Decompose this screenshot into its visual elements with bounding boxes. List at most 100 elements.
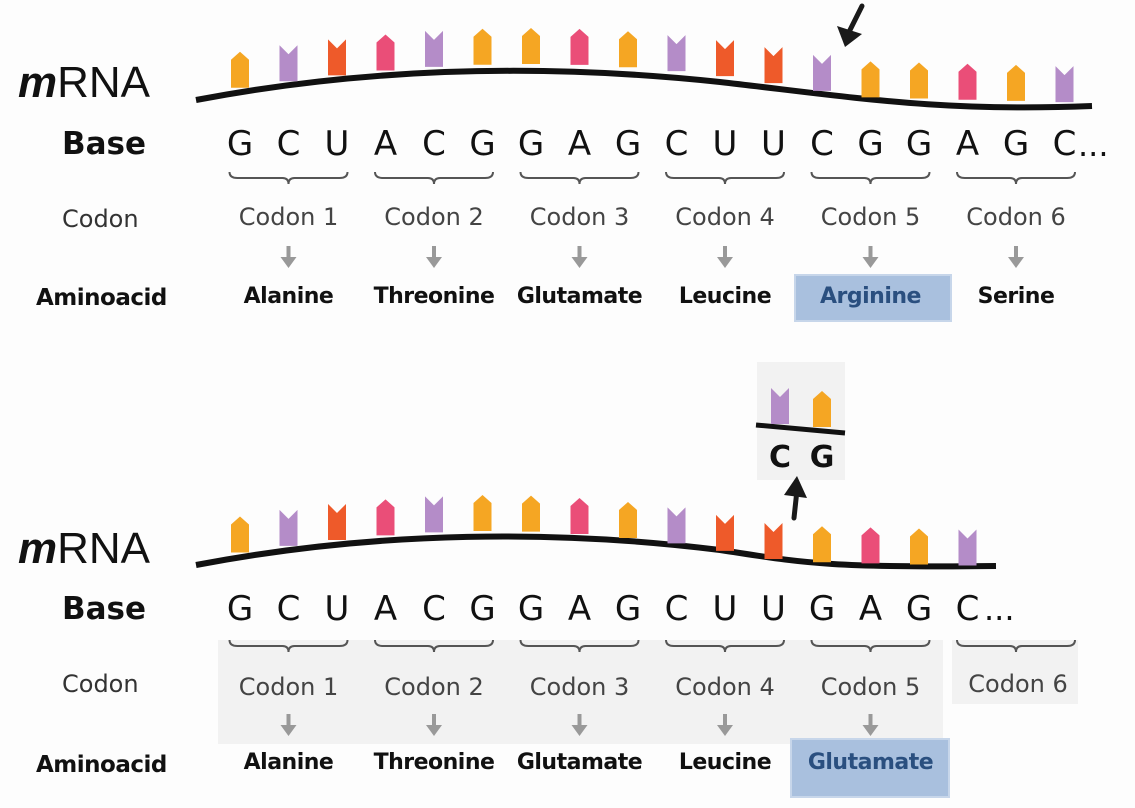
- bottom-base-letter: G: [808, 589, 836, 629]
- top-base-letter: C: [664, 124, 689, 164]
- bottom-mrna-italic: m: [18, 524, 58, 573]
- top-codon-text: Codon 5: [820, 203, 921, 231]
- bottom-codon-bracket: [956, 639, 1076, 653]
- top-base-letter: C: [1052, 124, 1077, 164]
- top-amino-acid: Leucine: [678, 284, 772, 309]
- bottom-nucleotide: [910, 528, 928, 565]
- top-nucleotide: [570, 28, 589, 65]
- top-nucleotide: [958, 63, 977, 100]
- bottom-down-arrow-icon: [862, 714, 879, 736]
- bottom-nucleotide: [473, 495, 492, 532]
- bottom-codon-bracket: [665, 639, 785, 653]
- bottom-codon-text: Codon 2: [384, 673, 484, 701]
- top-base-letter: C: [810, 124, 834, 164]
- bottom-base-letter: U: [761, 589, 786, 629]
- top-amino-acid: Threonine: [373, 284, 495, 309]
- bottom-nucleotide: [376, 499, 395, 536]
- bottom-base-label: Base: [62, 591, 147, 627]
- bottom-highlight-box: [790, 738, 950, 798]
- bottom-nucleotide: [716, 514, 734, 551]
- top-base-letter: A: [955, 124, 980, 164]
- bottom-base-letter: G: [905, 589, 933, 629]
- top-base-letter: C: [422, 124, 446, 164]
- bottom-codon-text: Codon 1: [238, 673, 339, 701]
- bottom-nucleotide: [813, 526, 831, 563]
- top-codon-text: Codon 3: [529, 203, 630, 231]
- top-mrna-italic: m: [18, 58, 58, 107]
- top-down-arrow-icon: [1008, 246, 1024, 268]
- bottom-down-arrow-icon: [280, 714, 297, 736]
- top-nucleotide: [667, 35, 686, 72]
- bottom-nucleotide: [522, 495, 540, 532]
- deleted-nucleotide: [771, 388, 789, 424]
- top-codon-text: Codon 4: [675, 203, 775, 231]
- bottom-base-letter: C: [664, 589, 689, 629]
- top-base-letter: G: [469, 124, 496, 164]
- bottom-codon-bracket: [374, 639, 494, 653]
- bottom-base-letter: G: [469, 589, 496, 629]
- top-amino-acid: Serine: [977, 284, 1055, 309]
- top-amino-acid: Glutamate: [516, 284, 643, 309]
- top-base-letter: G: [226, 124, 254, 164]
- bottom-nucleotide: [619, 501, 637, 538]
- bottom-nucleotide: [764, 522, 783, 559]
- top-mrna-backbone: [195, 67, 1093, 111]
- deleted-backbone: [755, 422, 846, 436]
- bottom-nucleotide: [425, 496, 443, 533]
- top-mrna-rest: RNA: [57, 58, 151, 107]
- bottom-nucleotide: [570, 497, 589, 534]
- top-codon-bracket: [519, 171, 640, 185]
- top-base-letter: G: [905, 124, 933, 164]
- bottom-down-arrow-icon: [426, 714, 442, 736]
- bottom-codon-bracket: [228, 639, 349, 653]
- bottom-base-letter: A: [858, 589, 883, 629]
- deleted-nucleotide: [813, 391, 831, 427]
- top-base-letter: U: [324, 124, 350, 164]
- bottom-codon-text: Codon 3: [529, 673, 630, 701]
- bottom-codon-label: Codon: [62, 670, 139, 698]
- top-codon-bracket: [374, 171, 494, 185]
- top-codon-bracket: [228, 171, 349, 185]
- bottom-nucleotide: [279, 509, 298, 546]
- top-nucleotide: [425, 30, 443, 67]
- bottom-base-letter: C: [955, 589, 980, 629]
- bottom-amino-acid: Alanine: [243, 750, 334, 775]
- bottom-base-letter: U: [324, 589, 350, 629]
- bottom-mrna-backbone: [195, 533, 997, 570]
- top-nucleotide: [279, 45, 298, 82]
- top-base-letter: G: [614, 124, 642, 164]
- bottom-base-letter: G: [517, 589, 545, 629]
- top-base-letter: A: [373, 124, 398, 164]
- top-nucleotide: [813, 54, 831, 91]
- top-codon-bracket: [956, 171, 1076, 185]
- bottom-down-arrow-icon: [571, 714, 588, 736]
- top-amino-label: Aminoacid: [36, 285, 167, 311]
- top-base-letter: G: [857, 124, 884, 164]
- bottom-codon-text: Codon 4: [675, 673, 775, 701]
- bottom-base-letter: C: [422, 589, 446, 629]
- bottom-mrna-label: mRNA: [18, 524, 150, 574]
- top-base-letter: C: [276, 124, 301, 164]
- top-down-arrow-icon: [426, 246, 442, 268]
- bottom-base-letter: G: [226, 589, 254, 629]
- bottom-amino-acid: Leucine: [678, 750, 772, 775]
- top-highlight-box: [794, 274, 952, 322]
- bottom-codon-bracket: [810, 639, 931, 653]
- top-nucleotide: [619, 31, 637, 68]
- bottom-down-arrow-icon: [717, 714, 733, 736]
- down-arrow-icon: [837, 3, 865, 47]
- bottom-base-letter: C: [276, 589, 301, 629]
- bottom-nucleotide: [667, 507, 686, 544]
- bottom-codon-bracket: [519, 639, 640, 653]
- top-base-letter: U: [712, 124, 738, 164]
- top-down-arrow-icon: [571, 246, 588, 268]
- top-nucleotide: [376, 34, 395, 71]
- bottom-nucleotide: [231, 516, 249, 553]
- top-base-letter: A: [567, 124, 592, 164]
- top-nucleotide: [473, 28, 492, 65]
- top-base-label: Base: [62, 126, 147, 162]
- top-codon-text: Codon 6: [966, 203, 1066, 231]
- bottom-amino-label: Aminoacid: [36, 752, 167, 778]
- top-base-letter: G: [1002, 124, 1030, 164]
